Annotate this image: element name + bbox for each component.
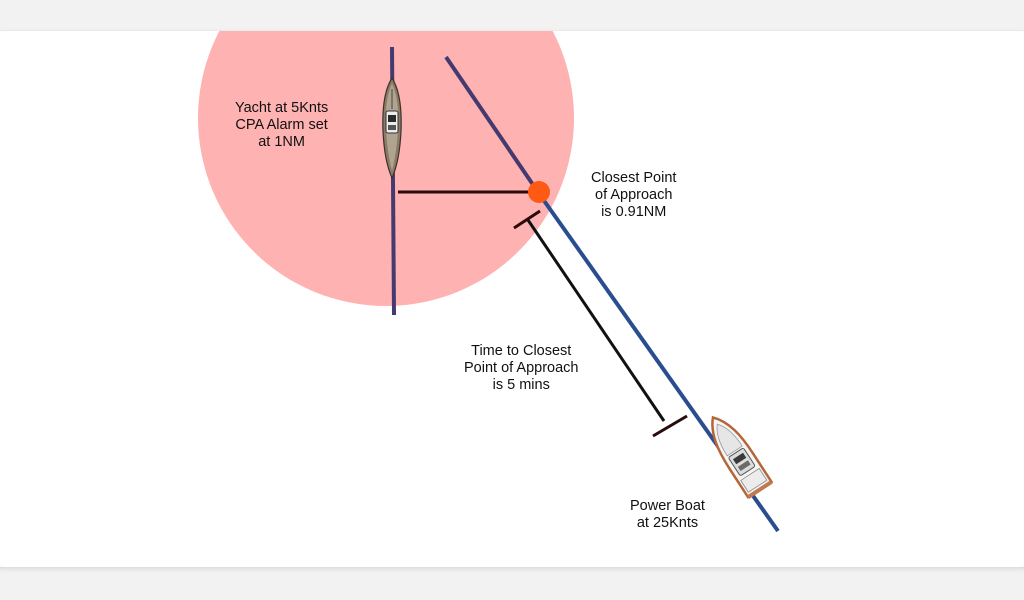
cpa-label: Closest Point of Approach is 0.91NM xyxy=(591,170,676,221)
cpa-label-line-1: Closest Point xyxy=(591,170,677,186)
yacht-label: Yacht at 5Knts CPA Alarm set at 1NM xyxy=(235,100,328,151)
tcpa-label: Time to Closest Point of Approach is 5 m… xyxy=(464,343,578,394)
power-boat-icon xyxy=(711,415,774,499)
tcpa-end-cap xyxy=(652,414,688,438)
tcpa-start-cap xyxy=(513,209,541,230)
tcpa-label-line-1: Time to Closest xyxy=(471,343,572,359)
cpa-diagram xyxy=(198,31,780,533)
yacht-label-line-1: Yacht at 5Knts xyxy=(235,100,329,116)
yacht-label-line-3: at 1NM xyxy=(258,134,305,150)
cpa-point-marker xyxy=(528,181,550,203)
cpa-label-line-2: of Approach xyxy=(595,187,673,203)
power-boat-track-upper xyxy=(444,55,542,197)
power-boat-label: Power Boat at 25Knts xyxy=(630,498,705,532)
cpa-label-line-3: is 0.91NM xyxy=(601,204,667,220)
tcpa-label-line-3: is 5 mins xyxy=(492,377,550,393)
yacht-label-line-2: CPA Alarm set xyxy=(235,117,328,133)
power-boat-label-line-2: at 25Knts xyxy=(636,515,699,531)
power-boat-label-line-1: Power Boat xyxy=(630,498,705,514)
sailing-yacht-icon xyxy=(382,76,402,180)
diagram-card: Yacht at 5Knts CPA Alarm set at 1NM Clos… xyxy=(0,31,1024,567)
tcpa-measure-line xyxy=(526,219,666,422)
cpa-alarm-zone xyxy=(198,31,574,306)
tcpa-label-line-2: Point of Approach xyxy=(464,360,579,376)
